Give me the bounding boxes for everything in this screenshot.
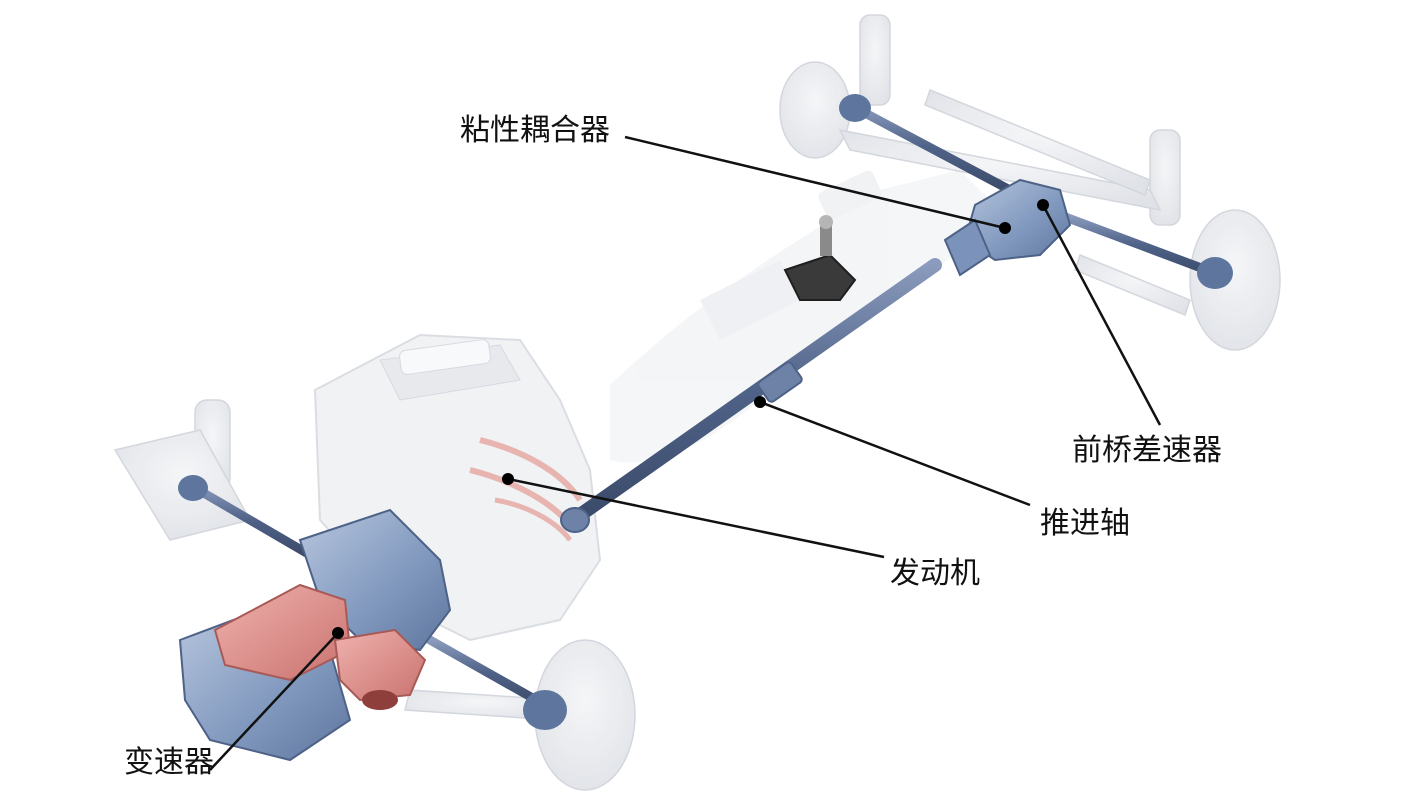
ghost-rear-suspension xyxy=(113,399,636,791)
label-transmission: 变速器 xyxy=(124,745,214,780)
dot-propshaft xyxy=(754,396,766,408)
gear-shifter xyxy=(783,215,857,301)
dot-engine xyxy=(502,473,514,485)
label-viscous-coupling: 粘性耦合器 xyxy=(460,113,610,148)
label-propeller-shaft: 推进轴 xyxy=(1040,506,1130,541)
ghost-front-suspension xyxy=(779,14,1281,351)
leader-propshaft xyxy=(759,400,1031,507)
dot-gearbox xyxy=(332,627,344,639)
dot-viscous xyxy=(999,222,1011,234)
leader-front-diff xyxy=(1041,204,1162,426)
label-front-axle-differential: 前桥差速器 xyxy=(1072,433,1222,468)
leader-lines xyxy=(209,135,1162,771)
leader-viscous xyxy=(624,135,1006,230)
ghost-console xyxy=(610,170,1010,463)
propeller-shaft-part xyxy=(560,258,942,533)
dot-front-diff xyxy=(1037,199,1049,211)
rear-half-shafts xyxy=(178,475,567,730)
leader-dots xyxy=(332,199,1049,639)
leader-engine xyxy=(507,477,885,559)
front-half-shafts xyxy=(839,94,1233,289)
label-engine: 发动机 xyxy=(890,556,980,591)
leader-gearbox xyxy=(209,632,339,771)
